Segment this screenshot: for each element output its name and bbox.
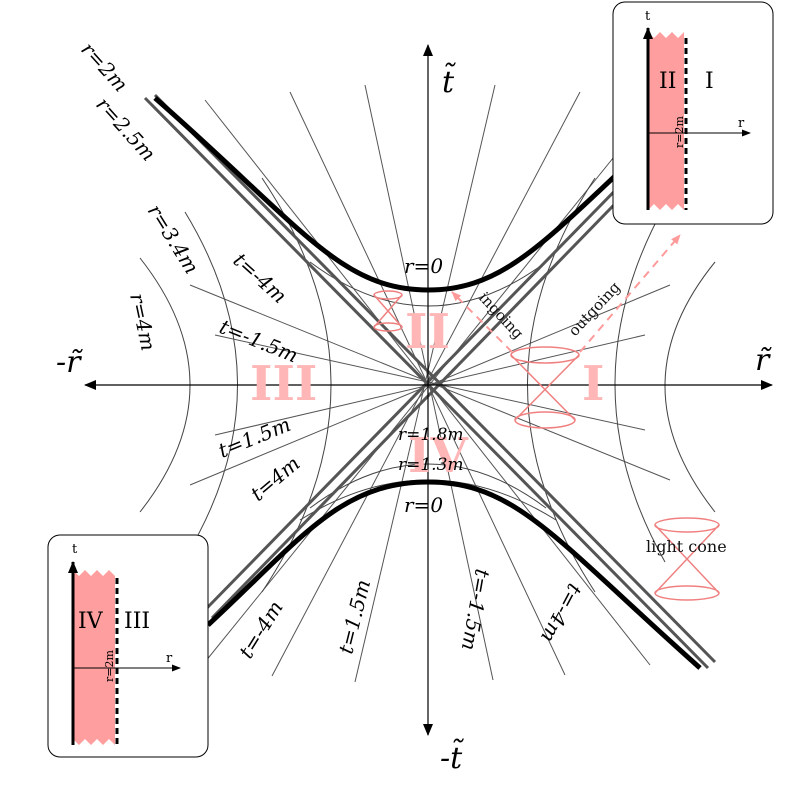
inset-interior-fill <box>648 32 684 210</box>
r-label: r=1.3m <box>398 455 464 475</box>
r-label: r=4m <box>125 291 161 353</box>
inset-interior-fill <box>73 570 115 745</box>
region-labels: II I III IV <box>250 304 604 484</box>
axis-label-neg-r-tilde: -r̃ <box>56 345 84 380</box>
axis-label-r-tilde: r̃ <box>755 343 772 378</box>
outgoing-label: outgoing <box>565 278 624 340</box>
r-label: r=2m <box>76 37 133 96</box>
inset-region-outside: I <box>705 69 714 94</box>
horizon-line <box>210 170 648 620</box>
horizons <box>143 93 717 670</box>
axis-label-t-tilde: t̃ <box>442 62 457 100</box>
inset-t-label: t <box>645 9 651 24</box>
inset-t-label: t <box>72 542 78 557</box>
r-label: r=3.4m <box>143 200 204 278</box>
light-cone-example <box>654 517 720 601</box>
r-label: r=0 <box>404 493 443 517</box>
inset-region-inside: IV <box>78 609 104 634</box>
light-cone-label: light cone <box>646 537 727 556</box>
region-label-III: III <box>250 356 317 412</box>
axis-labels: t̃ -t̃ r̃ -r̃ <box>56 62 772 776</box>
axes <box>84 44 773 736</box>
t-label: t=-4m <box>536 580 587 647</box>
singularity-bottom <box>206 479 702 670</box>
inset-r-label: r <box>738 116 745 131</box>
ingoing-arrow <box>451 291 513 353</box>
t-line <box>214 334 646 431</box>
t-label: t=-4m <box>229 248 292 308</box>
region-label-II: II <box>405 304 450 360</box>
t-label: t=-4m <box>234 596 288 662</box>
t-label: t=-1.5m <box>457 567 495 652</box>
t-label: t=1.5m <box>334 577 376 656</box>
r-label: r=1.8m <box>398 425 464 445</box>
t-label: t=1.5m <box>215 412 294 463</box>
light-cones <box>373 290 720 601</box>
inset-horizon-label: r=2m <box>673 116 686 148</box>
horizon-line <box>153 93 717 664</box>
inset-bottom-left: t r IV III r=2m <box>47 534 209 758</box>
light-cone-region-II <box>373 290 403 332</box>
horizon-line <box>203 163 642 612</box>
region-label-IV: IV <box>408 428 468 484</box>
r-curve <box>664 261 716 513</box>
axis-label-neg-t-tilde: -t̃ <box>440 738 465 776</box>
region-label-I: I <box>582 356 604 412</box>
r-curve <box>614 204 666 563</box>
light-cone-region-I <box>510 346 580 429</box>
t-label: t=4m <box>246 451 305 506</box>
inset-region-inside: II <box>659 69 676 94</box>
ray-arrows <box>451 234 681 353</box>
inset-r-label: r <box>166 651 173 666</box>
inset-horizon-label: r=2m <box>103 650 116 682</box>
r-label: r=0 <box>404 254 443 278</box>
inset-region-outside: III <box>124 609 150 634</box>
outgoing-arrow <box>579 234 681 353</box>
inset-top-right: t r II I r=2m <box>612 1 774 225</box>
